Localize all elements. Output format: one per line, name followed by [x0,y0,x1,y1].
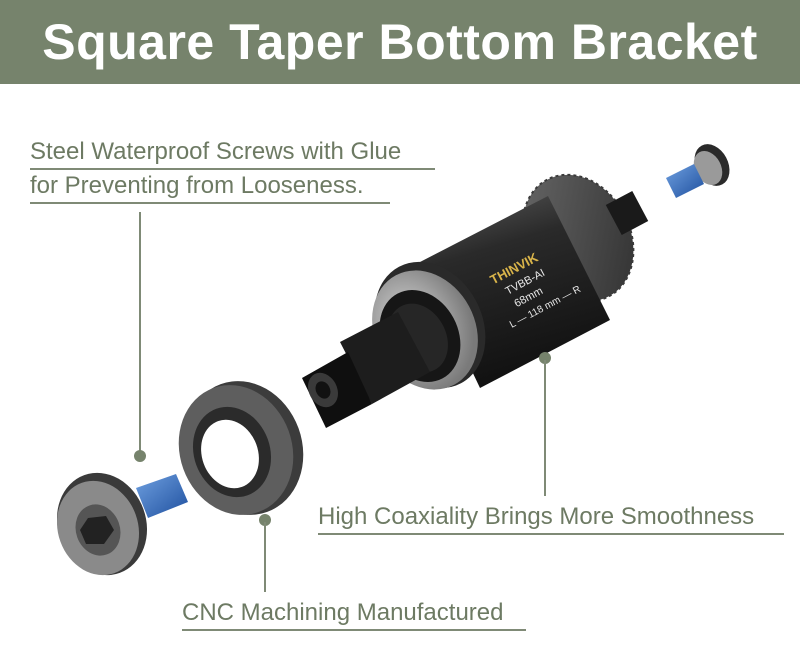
callout-coaxiality: High Coaxiality Brings More Smoothness [318,501,784,535]
leader-line-coaxiality [544,360,546,496]
lock-ring [178,381,304,515]
callout-screws-line2: for Preventing from Looseness. [30,170,390,204]
spindle-body [302,196,610,428]
page-title: Square Taper Bottom Bracket [42,14,758,70]
callout-dot-coaxiality [539,352,551,364]
callout-coaxiality-text: High Coaxiality Brings More Smoothness [318,501,784,535]
callout-screws-line1: Steel Waterproof Screws with Glue [30,136,435,170]
leader-line-cnc [264,522,266,592]
title-banner: Square Taper Bottom Bracket [0,0,800,84]
callout-dot-screws [134,450,146,462]
right-screw [666,144,730,198]
leader-line-screws [139,212,141,457]
callout-dot-cnc [259,514,271,526]
callout-cnc-text: CNC Machining Manufactured [182,597,526,631]
callout-cnc: CNC Machining Manufactured [182,597,526,631]
callout-screws: Steel Waterproof Screws with Glue for Pr… [30,136,435,204]
left-bolt [56,472,188,576]
